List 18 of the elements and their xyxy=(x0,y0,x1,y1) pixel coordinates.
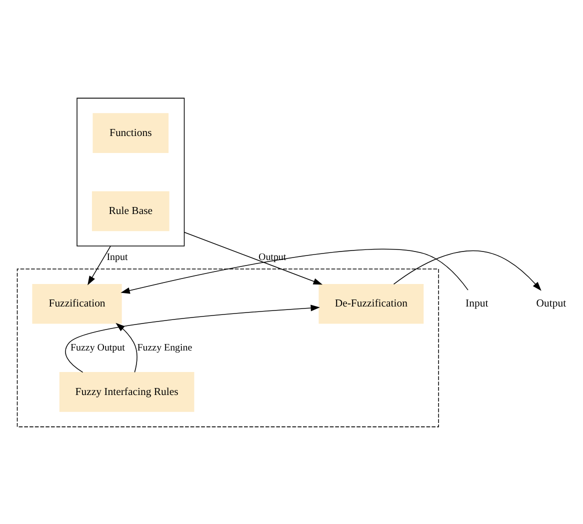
node-box: Functions xyxy=(92,112,169,152)
arrow xyxy=(393,250,542,290)
node-box: Rule Base xyxy=(92,190,170,231)
node-box: De-Fuzzification xyxy=(318,283,424,324)
cluster xyxy=(76,97,185,246)
node-text: Input xyxy=(466,297,488,310)
cluster xyxy=(16,268,439,427)
edge-label: Fuzzy Output xyxy=(70,342,125,354)
edge-label: Input xyxy=(106,252,128,263)
edge-label: Fuzzy Engine xyxy=(137,342,192,354)
arrow xyxy=(88,245,111,285)
edge-label: Output xyxy=(258,252,286,263)
node-text: Output xyxy=(536,297,566,310)
arrow xyxy=(65,304,320,372)
node-box: Fuzzification xyxy=(32,283,122,324)
arrow xyxy=(184,231,323,284)
node-box: Fuzzy Interfacing Rules xyxy=(59,372,194,412)
arrow xyxy=(120,248,468,294)
